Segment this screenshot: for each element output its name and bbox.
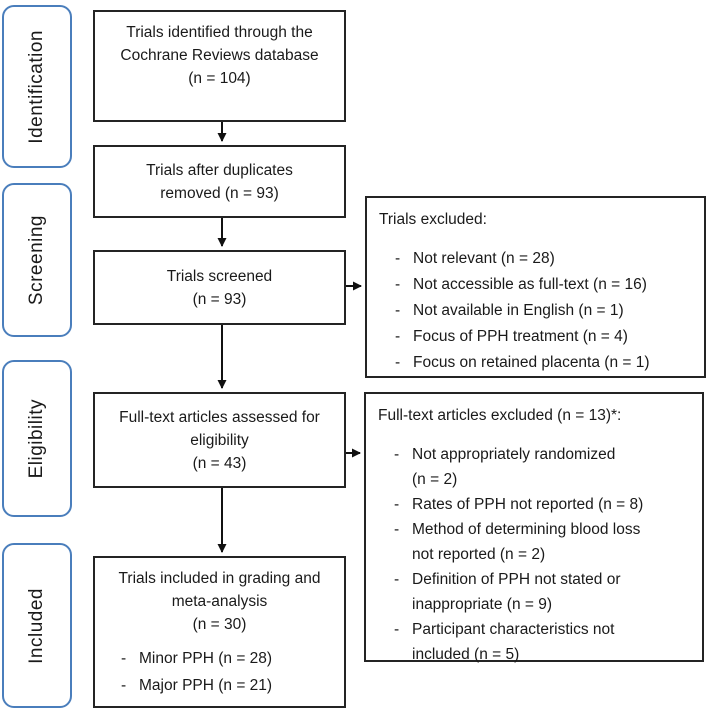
bullet-dash: - bbox=[394, 446, 400, 463]
box-trials-included: Trials included in grading and meta-anal… bbox=[93, 556, 346, 708]
list-item: - Rates of PPH not reported (n = 8) bbox=[394, 492, 690, 517]
bullet-dash: - bbox=[395, 250, 401, 267]
stage-screening: Screening bbox=[2, 183, 72, 337]
list-item-line: Method of determining blood loss bbox=[412, 521, 641, 538]
bullet-dash: - bbox=[395, 328, 401, 345]
list-item: - Definition of PPH not stated or inappr… bbox=[394, 567, 690, 617]
list-item-text: Not relevant (n = 28) bbox=[413, 250, 555, 267]
box-text-line: Cochrane Reviews database bbox=[120, 47, 319, 64]
list-item: - Minor PPH (n = 28) bbox=[121, 645, 344, 672]
bullet-dash: - bbox=[395, 276, 401, 293]
bullet-dash: - bbox=[394, 571, 400, 588]
box-trials-identified: Trials identified through the Cochrane R… bbox=[93, 10, 346, 122]
list-item-text: Focus of PPH treatment (n = 4) bbox=[413, 328, 628, 345]
list-item: - Focus on retained placenta (n = 1) bbox=[395, 350, 692, 376]
excluded-list: - Not appropriately randomized (n = 2) -… bbox=[378, 442, 690, 667]
box-text-line: (n = 30) bbox=[192, 616, 247, 633]
box-fulltext-assessed: Full-text articles assessed for eligibil… bbox=[93, 392, 346, 488]
list-item-line: Participant characteristics not bbox=[412, 621, 615, 638]
list-item-line: not reported (n = 2) bbox=[412, 546, 546, 563]
box-text-line: (n = 104) bbox=[188, 70, 251, 87]
list-item-line: included (n = 5) bbox=[412, 646, 520, 663]
list-item-text: Not available in English (n = 1) bbox=[413, 302, 624, 319]
box-text-line: (n = 43) bbox=[192, 454, 247, 472]
list-item-text: Minor PPH (n = 28) bbox=[139, 650, 273, 667]
bullet-dash: - bbox=[394, 496, 400, 513]
list-item: - Not appropriately randomized (n = 2) bbox=[394, 442, 690, 492]
bullet-dash: - bbox=[121, 677, 127, 694]
list-item-line: (n = 2) bbox=[412, 471, 458, 488]
box-text-line: meta-analysis bbox=[171, 593, 268, 610]
included-bullet-list: - Minor PPH (n = 28) - Major PPH (n = 21… bbox=[95, 645, 344, 699]
bullet-dash: - bbox=[121, 650, 127, 667]
bullet-dash: - bbox=[394, 521, 400, 538]
list-item-line: Definition of PPH not stated or bbox=[412, 571, 621, 588]
box-text-line: Trials after duplicates bbox=[146, 161, 293, 179]
list-item: - Not relevant (n = 28) bbox=[395, 246, 692, 272]
box-text-line: Trials identified through the bbox=[126, 24, 313, 41]
bullet-dash: - bbox=[394, 621, 400, 638]
bullet-dash: - bbox=[395, 354, 401, 371]
list-item: - Participant characteristics not includ… bbox=[394, 617, 690, 667]
box-trials-screened: Trials screened (n = 93) bbox=[93, 250, 346, 325]
list-item: - Not accessible as full-text (n = 16) bbox=[395, 272, 692, 298]
list-item: - Method of determining blood loss not r… bbox=[394, 517, 690, 567]
list-item-line: Not appropriately randomized bbox=[412, 446, 616, 463]
box-text-line: Trials screened bbox=[166, 267, 273, 285]
list-item-text: Major PPH (n = 21) bbox=[139, 677, 273, 694]
box-fulltext-excluded: Full-text articles excluded (n = 13)*: -… bbox=[364, 392, 704, 663]
box-duplicates-removed: Trials after duplicates removed (n = 93) bbox=[93, 145, 346, 218]
list-item-text: Not accessible as full-text (n = 16) bbox=[413, 276, 647, 293]
list-item-line: inappropriate (n = 9) bbox=[412, 596, 553, 613]
stage-label: Identification bbox=[26, 29, 47, 144]
stage-label: Included bbox=[26, 587, 47, 664]
bullet-dash: - bbox=[395, 302, 401, 319]
stage-identification: Identification bbox=[2, 5, 72, 168]
stage-label: Screening bbox=[26, 214, 47, 306]
list-item: - Not available in English (n = 1) bbox=[395, 298, 692, 324]
box-text-line: eligibility bbox=[190, 431, 249, 449]
list-item-text: Focus on retained placenta (n = 1) bbox=[413, 354, 650, 371]
excluded-title: Full-text articles excluded (n = 13)*: bbox=[378, 407, 622, 424]
stage-included: Included bbox=[2, 543, 72, 708]
box-text-line: Full-text articles assessed for bbox=[119, 408, 320, 426]
excluded-list: - Not relevant (n = 28) - Not accessible… bbox=[379, 246, 692, 376]
list-item-line: Rates of PPH not reported (n = 8) bbox=[412, 496, 644, 513]
excluded-title: Trials excluded: bbox=[379, 211, 487, 228]
box-text-line: (n = 93) bbox=[192, 290, 247, 308]
box-text-line: Trials included in grading and bbox=[118, 570, 321, 587]
box-trials-excluded: Trials excluded: - Not relevant (n = 28)… bbox=[365, 196, 706, 378]
list-item: - Focus of PPH treatment (n = 4) bbox=[395, 324, 692, 350]
stage-label: Eligibility bbox=[26, 398, 47, 479]
stage-eligibility: Eligibility bbox=[2, 360, 72, 517]
box-text-line: removed (n = 93) bbox=[160, 184, 279, 202]
list-item: - Major PPH (n = 21) bbox=[121, 672, 344, 699]
